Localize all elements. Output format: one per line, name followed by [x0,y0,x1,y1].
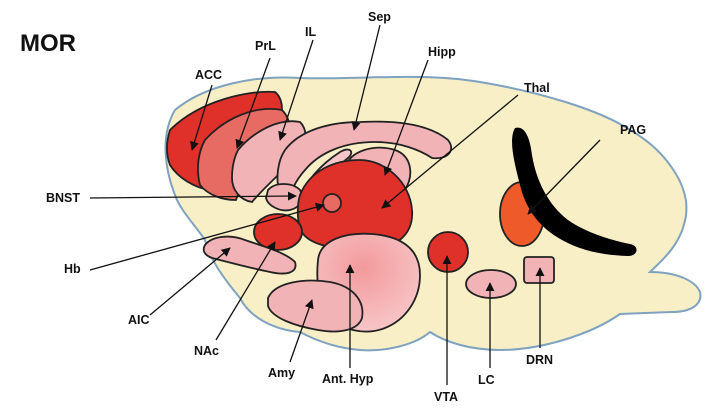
label-nac: NAc [194,344,219,358]
label-thal: Thal [524,81,550,95]
label-drn: DRN [526,353,553,367]
label-prl: PrL [255,39,276,53]
label-acc: ACC [195,68,222,82]
pointer-aic [150,248,230,315]
label-hb: Hb [64,262,81,276]
label-ant-hyp: Ant. Hyp [322,372,374,386]
label-aic: AIC [128,313,150,327]
diagram-title: MOR [20,30,76,57]
label-vta: VTA [434,390,458,404]
label-hipp: Hipp [428,45,456,59]
label-bnst: BNST [46,191,80,205]
label-lc: LC [478,373,495,387]
vta-region [428,232,468,272]
label-il: IL [305,25,316,39]
drn-region [524,257,554,283]
label-pag: PAG [620,123,646,137]
hb-region [323,194,341,212]
label-amy: Amy [268,366,295,380]
bnst-region [266,184,302,210]
label-sep: Sep [368,10,391,24]
lc-region [466,270,516,298]
